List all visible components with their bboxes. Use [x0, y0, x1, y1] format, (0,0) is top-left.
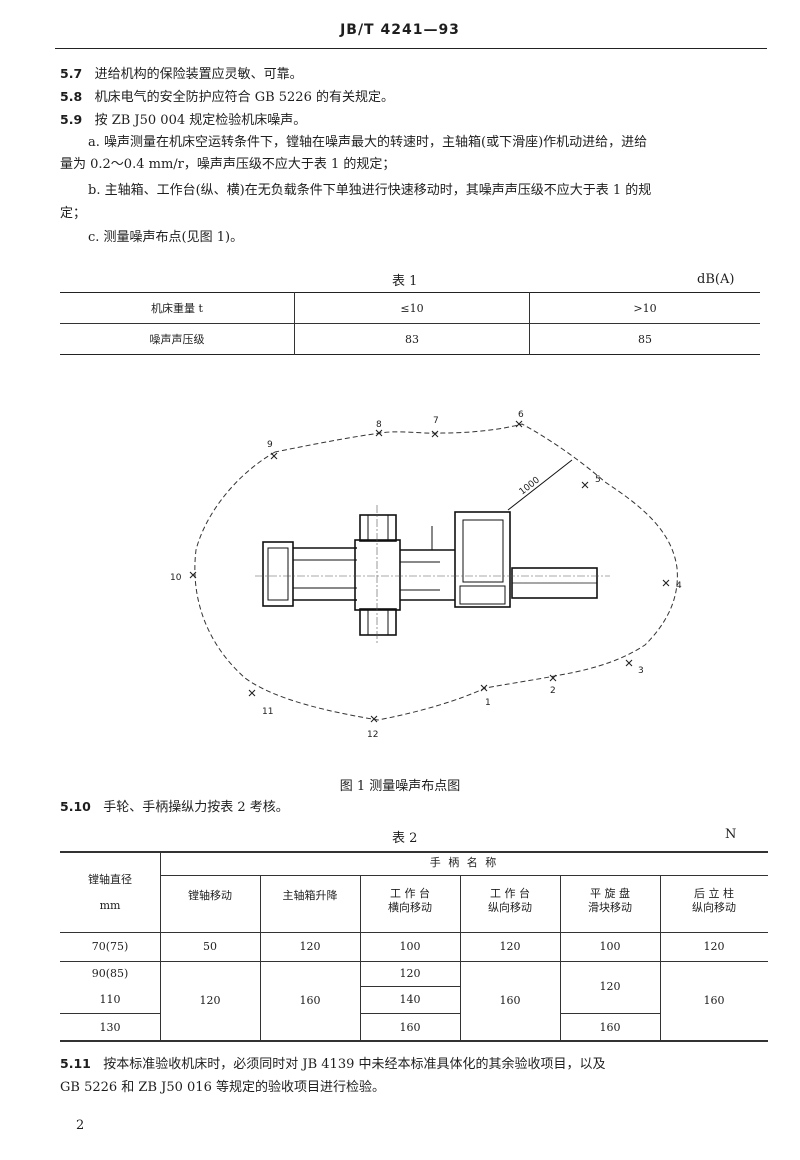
table2-unit: N: [725, 827, 737, 842]
table-cell: 70(75): [91, 940, 129, 953]
standard-code: JB/T 4241—93: [340, 22, 460, 38]
table1-unit: dB(A): [697, 272, 735, 287]
table-cell: >10: [633, 301, 657, 315]
clause-5-11-line2: GB 5226 和 ZB J50 016 等规定的验收项目进行检验。: [60, 1080, 385, 1095]
table-cell: 120: [499, 940, 521, 953]
table-cell: 50: [203, 940, 217, 953]
table-cell: 160: [299, 994, 321, 1007]
column-header: 主轴箱升降: [282, 889, 338, 902]
table-cell: 120: [703, 940, 725, 953]
table-cell: 90(85): [91, 967, 129, 980]
header-rule: [55, 48, 767, 49]
point-label-6: 6: [518, 410, 524, 420]
clause-text: 按 ZB J50 004 规定检验机床噪声。: [94, 113, 307, 128]
table-cell: 83: [294, 323, 530, 355]
row-label: 机床重量 t: [60, 292, 295, 324]
point-label-1: 1: [485, 698, 491, 708]
column-header: 工 作 台横向移动: [388, 887, 432, 914]
table2: 镗轴直径 mm 手 柄 名 称 镗轴移动 主轴箱升降 工 作 台横向移动 工 作…: [60, 851, 768, 1042]
point-label-10: 10: [170, 573, 182, 583]
clause-5-9: 5.9 按 ZB J50 004 规定检验机床噪声。: [60, 112, 306, 129]
point-label-4: 4: [676, 581, 682, 591]
table-cell: 110: [99, 993, 121, 1006]
table-cell: 160: [703, 994, 725, 1007]
point-label-5: 5: [595, 475, 601, 485]
clause-text: 按本标准验收机床时，必须同时对 JB 4139 中未经本标准具体化的其余验收项目…: [103, 1057, 606, 1072]
clause-number: 5.8: [60, 89, 83, 104]
clause-5-9-b-line1: b. 主轴箱、工作台(纵、横)在无负载条件下单独进行快速移动时，其噪声声压级不应…: [88, 183, 652, 198]
page-number: 2: [76, 1118, 85, 1133]
table-cell: 120: [599, 980, 621, 993]
table-cell: 160: [599, 1021, 621, 1034]
table-cell: 85: [638, 332, 652, 346]
clause-number: 5.7: [60, 66, 83, 81]
point-label-8: 8: [376, 420, 382, 430]
table-cell: 120: [399, 967, 421, 980]
clause-5-8: 5.8 机床电气的安全防护应符合 GB 5226 的有关规定。: [60, 89, 394, 106]
table-cell: 130: [99, 1021, 121, 1034]
clause-text: 机床电气的安全防护应符合 GB 5226 的有关规定。: [94, 90, 394, 105]
table1-title: 表 1: [392, 274, 418, 289]
point-label-11: 11: [262, 707, 273, 717]
clause-number: 5.10: [60, 799, 91, 814]
clause-number: 5.11: [60, 1056, 91, 1071]
clause-5-11: 5.11 按本标准验收机床时，必须同时对 JB 4139 中未经本标准具体化的其…: [60, 1056, 606, 1073]
table-cell: 160: [499, 994, 521, 1007]
table-cell: 120: [299, 940, 321, 953]
clause-5-9-b-line2: 定；: [60, 206, 87, 221]
column-header: 平 旋 盘滑块移动: [588, 887, 632, 914]
machine-drawing: [262, 459, 598, 636]
clause-5-10: 5.10 手轮、手柄操纵力按表 2 考核。: [60, 799, 289, 816]
row-header-unit: mm: [99, 899, 121, 912]
column-header: 后 立 柱纵向移动: [692, 887, 736, 914]
table-cell: 140: [399, 993, 421, 1006]
clause-5-9-a-line1: a. 噪声测量在机床空运转条件下，镗轴在噪声最大的转速时，主轴箱(或下滑座)作机…: [88, 135, 648, 150]
clause-5-9-a-line2: 量为 0.2～0.4 mm/r，噪声声压级不应大于表 1 的规定；: [60, 157, 396, 172]
table-row: 噪声声压级 83 85: [60, 323, 760, 355]
figure1-caption: 图 1 测量噪声布点图: [339, 779, 461, 794]
point-markers: [189, 420, 670, 723]
row-label: 噪声声压级: [60, 323, 295, 355]
point-label-7: 7: [433, 416, 439, 426]
group-header: 手 柄 名 称: [429, 856, 499, 869]
point-label-2: 2: [550, 686, 556, 696]
clause-text: 手轮、手柄操纵力按表 2 考核。: [103, 800, 289, 815]
table-cell: 100: [399, 940, 421, 953]
table1: 机床重量 t ≤10 >10 噪声声压级 83 85: [60, 292, 760, 355]
point-label-3: 3: [638, 666, 644, 676]
table-cell: 120: [199, 994, 221, 1007]
point-labels: 1 2 3 4 5 6 7 8 9 10 11 12: [170, 410, 682, 740]
table-cell: 160: [399, 1021, 421, 1034]
table-cell: ≤10: [294, 292, 530, 324]
column-header: 镗轴移动: [188, 889, 232, 902]
noise-measurement-figure: 1000 1 2 3 4 5 6 7 8 9 10 11 12: [170, 410, 682, 740]
clause-number: 5.9: [60, 112, 83, 127]
table-cell: 100: [599, 940, 621, 953]
point-label-9: 9: [267, 440, 273, 450]
column-header: 工 作 台纵向移动: [488, 887, 532, 914]
point-label-12: 12: [367, 730, 378, 740]
clause-5-9-c: c. 测量噪声布点(见图 1)。: [88, 230, 244, 245]
measurement-contour: [194, 423, 678, 721]
clause-text: 进给机构的保险装置应灵敏、可靠。: [94, 67, 303, 82]
row-header: 镗轴直径: [88, 873, 132, 886]
table2-title: 表 2: [392, 831, 418, 846]
table-row: 机床重量 t ≤10 >10: [60, 292, 760, 324]
clause-5-7: 5.7 进给机构的保险装置应灵敏、可靠。: [60, 66, 303, 83]
